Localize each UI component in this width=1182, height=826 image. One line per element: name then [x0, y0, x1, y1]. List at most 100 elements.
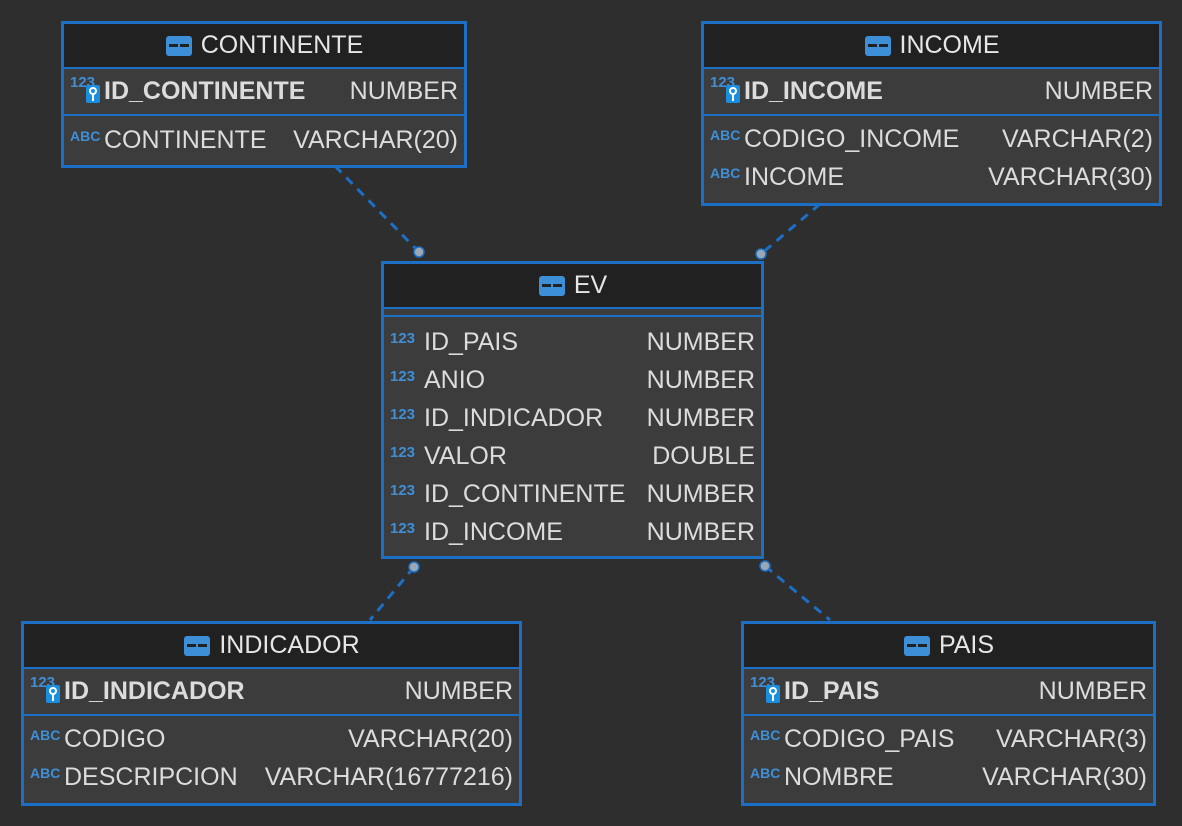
entity-indicador[interactable]: INDICADOR 123 ID_INDICADOR NUMBER ABC CO… [21, 621, 522, 806]
column-type: VARCHAR(30) [988, 162, 1153, 191]
text-type-icon: ABC [30, 765, 61, 781]
relation-indicador-ev[interactable] [368, 566, 416, 621]
table-icon [538, 275, 565, 296]
text-type-icon: ABC [710, 127, 741, 143]
entity-header[interactable]: CONTINENTE [64, 24, 464, 69]
relation-dot-income-ev [755, 248, 767, 260]
entity-ev[interactable]: EV 123 ID_PAIS NUMBER 123 ANIO NUMBER 12… [381, 261, 764, 559]
primary-key-icon: 123 [710, 74, 744, 107]
column-name: ID_PAIS [784, 677, 880, 705]
column-type: NUMBER [1038, 677, 1147, 705]
text-type-icon: ABC [710, 165, 741, 181]
column-name: INCOME [744, 162, 844, 191]
column-type: NUMBER [646, 327, 755, 356]
table-icon [903, 635, 930, 656]
column-type: NUMBER [646, 479, 755, 508]
column-name: CODIGO_INCOME [744, 124, 960, 153]
column-row[interactable]: ABC NOMBRE VARCHAR(30) [750, 758, 1147, 796]
column-type: VARCHAR(20) [293, 125, 458, 154]
relation-dot-indicador-ev [408, 561, 420, 573]
primary-key-section: 123 ID_PAIS NUMBER [744, 669, 1153, 716]
columns-section: ABC CODIGO_PAIS VARCHAR(3) ABC NOMBRE VA… [744, 716, 1153, 796]
entity-continente[interactable]: CONTINENTE 123 ID_CONTINENTE NUMBER ABC … [61, 21, 467, 168]
column-type: NUMBER [349, 77, 458, 105]
column-row[interactable]: ABC INCOME VARCHAR(30) [710, 158, 1153, 196]
column-name: DESCRIPCION [64, 762, 238, 791]
column-type: NUMBER [646, 365, 755, 394]
column-name: ID_PAIS [424, 327, 519, 356]
column-row[interactable]: 123 ID_PAIS NUMBER [750, 669, 1147, 714]
table-icon [165, 35, 192, 56]
entity-pais[interactable]: PAIS 123 ID_PAIS NUMBER ABC CODIGO_PAIS … [741, 621, 1156, 806]
primary-key-icon: 123 [70, 74, 104, 107]
text-type-icon: ABC [70, 128, 101, 144]
column-name: ID_CONTINENTE [424, 479, 626, 508]
column-row[interactable]: 123 ID_INCOME NUMBER [710, 69, 1153, 114]
relation-continente-ev[interactable] [333, 164, 421, 254]
primary-key-icon: 123 [30, 674, 64, 707]
entity-title: EV [573, 271, 608, 299]
numeric-type-icon: 123 [390, 481, 416, 499]
table-icon [864, 35, 891, 56]
column-name: CONTINENTE [104, 125, 267, 154]
column-name: ID_INDICADOR [424, 403, 604, 432]
primary-key-section: 123 ID_CONTINENTE NUMBER [64, 69, 464, 116]
entity-header[interactable]: INCOME [704, 24, 1159, 69]
table-icon [184, 635, 211, 656]
entity-header[interactable]: EV [384, 264, 761, 309]
column-row[interactable]: ABC CONTINENTE VARCHAR(20) [70, 116, 458, 164]
column-name: ID_CONTINENTE [104, 77, 306, 105]
entity-title: CONTINENTE [200, 31, 364, 59]
column-row[interactable]: 123 ID_CONTINENTE NUMBER [390, 475, 755, 513]
column-type: NUMBER [1044, 77, 1153, 105]
text-type-icon: ABC [750, 765, 781, 781]
entity-header[interactable]: PAIS [744, 624, 1153, 669]
column-type: VARCHAR(2) [1002, 124, 1153, 153]
column-row[interactable]: 123 ID_INDICADOR NUMBER [390, 399, 755, 437]
relation-income-ev[interactable] [760, 202, 821, 256]
numeric-type-icon: 123 [390, 367, 416, 385]
column-row[interactable]: ABC CODIGO_PAIS VARCHAR(3) [750, 720, 1147, 758]
column-type: NUMBER [646, 517, 755, 546]
entity-title: INDICADOR [219, 631, 360, 659]
text-type-icon: ABC [750, 727, 781, 743]
column-type: VARCHAR(20) [348, 724, 513, 753]
relation-dot-pais-ev [759, 560, 771, 572]
column-name: ID_INDICADOR [64, 677, 245, 705]
column-row[interactable]: 123 VALOR DOUBLE [390, 437, 755, 475]
entity-income[interactable]: INCOME 123 ID_INCOME NUMBER ABC CODIGO_I… [701, 21, 1162, 206]
column-name: ID_INCOME [424, 517, 563, 546]
numeric-type-icon: 123 [390, 519, 416, 537]
primary-key-section: 123 ID_INCOME NUMBER [704, 69, 1159, 116]
column-row[interactable]: ABC DESCRIPCION VARCHAR(16777216) [30, 758, 513, 796]
column-name: ANIO [424, 365, 486, 394]
numeric-type-icon: 123 [390, 443, 416, 461]
entity-title: INCOME [899, 31, 1000, 59]
column-row[interactable]: ABC CODIGO_INCOME VARCHAR(2) [710, 120, 1153, 158]
column-type: DOUBLE [652, 441, 755, 470]
primary-key-icon: 123 [750, 674, 784, 707]
columns-section: ABC CONTINENTE VARCHAR(20) [64, 116, 464, 164]
column-name: VALOR [424, 441, 507, 470]
column-type: NUMBER [404, 677, 513, 705]
relation-pais-ev[interactable] [764, 564, 831, 622]
numeric-type-icon: 123 [390, 329, 416, 347]
column-name: NOMBRE [784, 762, 894, 791]
entity-header[interactable]: INDICADOR [24, 624, 519, 669]
column-row[interactable]: 123 ID_INCOME NUMBER [390, 513, 755, 551]
column-type: VARCHAR(16777216) [264, 762, 513, 791]
text-type-icon: ABC [30, 727, 61, 743]
column-row[interactable]: 123 ID_INDICADOR NUMBER [30, 669, 513, 714]
columns-section: 123 ID_PAIS NUMBER 123 ANIO NUMBER 123 I… [384, 315, 761, 551]
column-row[interactable]: 123 ID_CONTINENTE NUMBER [70, 69, 458, 114]
column-name: ID_INCOME [744, 77, 883, 105]
column-row[interactable]: 123 ANIO NUMBER [390, 361, 755, 399]
column-row[interactable]: 123 ID_PAIS NUMBER [390, 323, 755, 361]
entity-title: PAIS [938, 631, 995, 659]
relation-dot-continente-ev [413, 246, 425, 258]
column-type: NUMBER [646, 403, 755, 432]
column-row[interactable]: ABC CODIGO VARCHAR(20) [30, 720, 513, 758]
columns-section: ABC CODIGO VARCHAR(20) ABC DESCRIPCION V… [24, 716, 519, 796]
numeric-type-icon: 123 [390, 405, 416, 423]
